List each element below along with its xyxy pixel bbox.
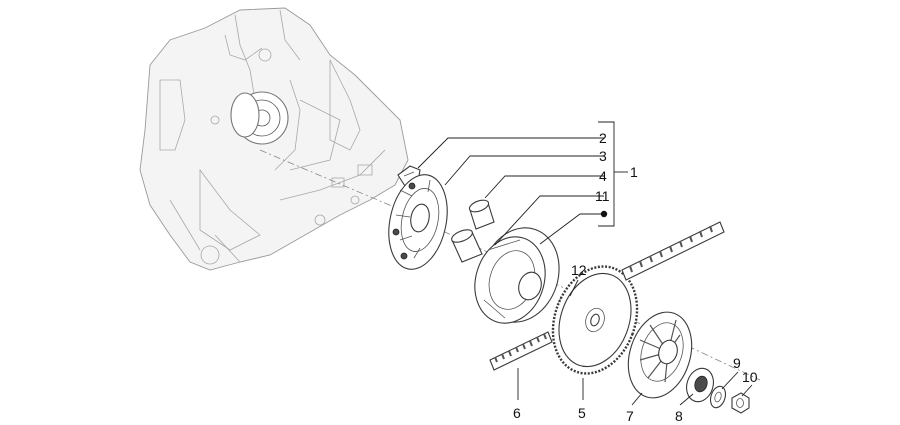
callout-12: 12 [571,262,587,278]
part-7-fan-pulley [627,311,693,399]
part-6-belt-upper [621,221,725,281]
part-11-pulley-half [474,227,560,324]
part-6-belt-lower [489,331,553,371]
callout-5: 5 [578,405,586,421]
part-4-spacer [468,199,495,230]
leader-lines [417,121,753,406]
callout-3: 3 [599,148,607,164]
callout-11: 11 [595,188,610,204]
callout-1: 1 [630,164,638,180]
part-4-sleeve [451,229,483,263]
part-9-washer [709,385,727,409]
callout-2: 2 [599,130,607,146]
callout-4: 4 [599,168,607,184]
callout-7: 7 [626,408,634,424]
callout-6: 6 [513,405,521,421]
callout-8: 8 [675,408,683,424]
bullet-dot [600,210,608,218]
part-8-hub [686,367,714,403]
callout-9: 9 [733,355,741,371]
part-3-ramp-plate [388,174,448,270]
part-10-nut [731,392,750,414]
callouts: 2 3 4 11 1 12 6 5 7 8 9 10 [513,130,758,424]
crankcase-housing [139,7,409,271]
callout-10: 10 [742,369,758,385]
part-5-ring-gear [551,265,639,375]
